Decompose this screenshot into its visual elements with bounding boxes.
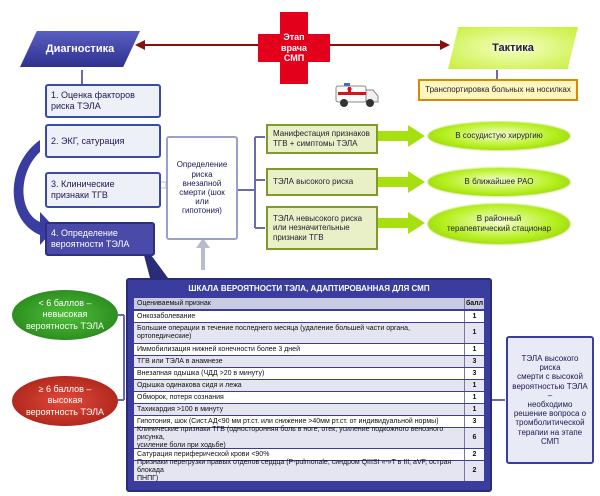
header-score: балл <box>464 298 484 309</box>
table-row: Онкозаболевание 1 <box>134 311 484 322</box>
row-score: 3 <box>464 416 484 427</box>
green-arrow-2 <box>378 171 425 193</box>
row-sign: Обморок, потеря сознания <box>137 393 224 401</box>
row-score: 2 <box>464 449 484 460</box>
manifest-box-1: Манифестация признаков ТГВ + симптомы ТЭ… <box>266 124 378 154</box>
destination-2: В ближайшее РАО <box>428 168 570 196</box>
table-row: Клинические признаки ТГВ (односторонняя … <box>134 426 484 449</box>
row-sign: ТГВ или ТЭЛА в анамнезе <box>137 357 223 365</box>
step-1: 1. Оценка факторов риска ТЭЛА <box>45 84 161 118</box>
transport-label: Транспортировка больных на носилках <box>425 85 571 95</box>
center-label: Этап врача СМП <box>280 32 308 64</box>
ambulance-icon <box>335 83 379 107</box>
curved-arrow-icon <box>13 140 55 245</box>
red-cross-icon: Этап врача СМП <box>258 12 330 84</box>
arrow-left-head <box>135 40 145 50</box>
destination-3: В районный терапевтический стационар <box>428 204 570 244</box>
row-score: 1 <box>464 311 484 322</box>
low-probability-badge: < 6 баллов – невысокая вероятность ТЭЛА <box>12 290 118 340</box>
thrombolysis-note: ТЭЛА высокого риска смерти с высокой вер… <box>506 336 594 464</box>
table-row: Тахикардия >100 в минуту 1 <box>134 404 484 415</box>
arrow-right-head <box>440 40 450 50</box>
row-sign: Внезапная одышка (ЧДД >20 в минуту) <box>137 369 265 377</box>
transport-box: Транспортировка больных на носилках <box>418 79 578 101</box>
step-3: 3. Клинические признаки ТГВ <box>45 172 161 208</box>
diagnostics-header: Диагностика <box>20 31 140 67</box>
row-score: 3 <box>464 368 484 379</box>
row-score: 3 <box>464 356 484 367</box>
green-arrow-3 <box>378 212 425 234</box>
table-title: ШКАЛА ВЕРОЯТНОСТИ ТЭЛА, АДАПТИРОВАННАЯ Д… <box>188 284 430 294</box>
row-sign: Сатурация периферической крови <90% <box>137 450 270 458</box>
row-sign: Одышка одинакова сидя и лежа <box>137 381 242 389</box>
probability-scale-table: ШКАЛА ВЕРОЯТНОСТИ ТЭЛА, АДАПТИРОВАННАЯ Д… <box>126 278 492 492</box>
row-score: 1 <box>464 380 484 391</box>
table-row: Сатурация периферической крови <90% 2 <box>134 449 484 460</box>
table-header: Оцениваемый признак балл <box>134 298 484 309</box>
tactics-header: Тактика <box>448 27 578 69</box>
row-score: 6 <box>464 428 484 448</box>
table-row: Гипотония, шок (Сист.АД<90 мм рт.ст. или… <box>134 416 484 427</box>
table-row: Обморок, потеря сознания 1 <box>134 392 484 403</box>
row-sign: Гипотония, шок (Сист.АД<90 мм рт.ст. или… <box>137 417 439 425</box>
row-score: 1 <box>464 392 484 403</box>
up-arrow-icon <box>196 238 210 248</box>
table-row: Большие операции в течение последнего ме… <box>134 323 484 343</box>
table-row: Признаки перегрузки правых отделов сердц… <box>134 459 484 482</box>
table-row: Иммобилизация нижней конечности более 3 … <box>134 344 484 355</box>
step-2: 2. ЭКГ, сатурация <box>45 124 161 158</box>
row-sign: Тахикардия >100 в минуту <box>137 405 224 413</box>
row-score: 1 <box>464 323 484 343</box>
row-sign: Признаки перегрузки правых отделов сердц… <box>137 459 452 482</box>
row-sign: Иммобилизация нижней конечности более 3 … <box>137 345 300 353</box>
row-sign: Большие операции в течение последнего ме… <box>137 325 410 340</box>
green-arrow-1 <box>378 125 425 147</box>
high-probability-badge: ≥ 6 баллов – высокая вероятность ТЭЛА <box>12 376 118 426</box>
row-score: 2 <box>464 461 484 481</box>
risk-box: Определение риска внезапной смерти (шок … <box>166 136 238 240</box>
table-row: Внезапная одышка (ЧДД >20 в минуту) 3 <box>134 368 484 379</box>
row-score: 1 <box>464 344 484 355</box>
diagnostics-label: Диагностика <box>45 42 115 55</box>
table-row: Одышка одинакова сидя и лежа 1 <box>134 380 484 391</box>
header-sign: Оцениваемый признак <box>137 299 211 307</box>
table-row: ТГВ или ТЭЛА в анамнезе 3 <box>134 356 484 367</box>
tactics-label: Тактика <box>492 41 534 54</box>
manifest-box-2: ТЭЛА высокого риска <box>266 168 378 196</box>
manifest-box-3: ТЭЛА невысокого риска или незначительные… <box>266 206 378 250</box>
destination-1: В сосудистую хирургию <box>428 122 570 150</box>
row-sign: Онкозаболевание <box>137 312 196 320</box>
row-sign: Клинические признаки ТГВ (односторонняя … <box>137 426 444 449</box>
step-4: 4. Определение вероятности ТЭЛА <box>45 222 155 256</box>
row-score: 1 <box>464 404 484 415</box>
